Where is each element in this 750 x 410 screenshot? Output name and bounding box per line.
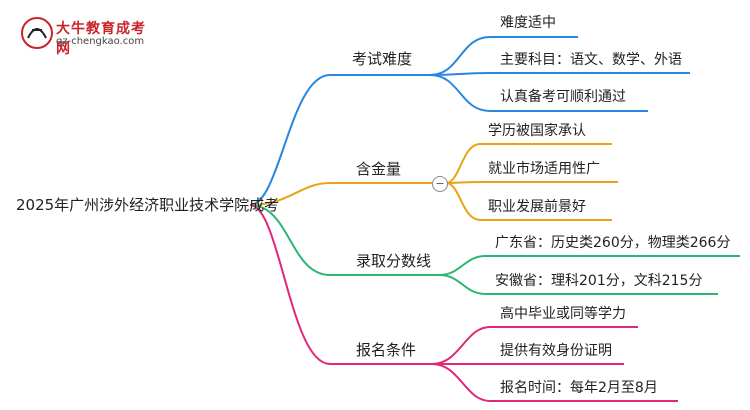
leaf-anhui-scores: 安徽省：理科201分，文科215分: [495, 273, 703, 289]
connector-b2-leaf-1: [445, 143, 612, 184]
collapse-toggle-icon[interactable]: −: [432, 176, 448, 192]
leaf-career-prospects: 职业发展前景好: [488, 199, 586, 215]
connector-root-branch-3: [249, 204, 440, 276]
connector-b1-leaf-3: [429, 74, 648, 112]
connector-root-branch-1: [249, 74, 430, 206]
leaf-pass-with-prep: 认真备考可顺利通过: [500, 89, 626, 105]
logo-name: 大牛教育成考网: [56, 21, 146, 57]
leaf-job-market: 就业市场适用性广: [488, 161, 600, 177]
leaf-registration-time: 报名时间：每年2月至8月: [500, 380, 658, 396]
leaf-recognized-degree: 学历被国家承认: [488, 123, 586, 139]
connector-b1-leaf-2: [429, 72, 690, 76]
connector-b4-leaf-3: [431, 363, 678, 402]
connector-b2-leaf-2: [445, 181, 618, 184]
leaf-id-proof: 提供有效身份证明: [500, 343, 612, 359]
logo-url: gz-chengkao.com: [56, 36, 145, 47]
leaf-education-level: 高中毕业或同等学力: [500, 306, 626, 322]
connector-root-branch-4: [249, 204, 432, 365]
connector-root-branch-2: [249, 182, 432, 206]
connector-b3-leaf-2: [439, 274, 718, 295]
branch-value: 含金量: [356, 160, 402, 178]
connector-b3-leaf-1: [439, 255, 740, 276]
logo-mark-icon: [21, 17, 53, 49]
branch-exam-difficulty: 考试难度: [352, 50, 413, 68]
branch-admission-score: 录取分数线: [356, 252, 432, 270]
leaf-guangdong-scores: 广东省：历史类260分，物理类266分: [495, 235, 731, 251]
connector-b4-leaf-1: [431, 326, 638, 365]
root-topic: 2025年广州涉外经济职业技术学院成考: [16, 196, 280, 214]
connector-b1-leaf-1: [429, 36, 578, 76]
branch-requirements: 报名条件: [356, 341, 417, 359]
leaf-main-subjects: 主要科目：语文、数学、外语: [500, 52, 682, 68]
leaf-difficulty-moderate: 难度适中: [500, 15, 556, 31]
connector-b2-leaf-3: [445, 182, 612, 221]
logo: 大牛教育成考网 gz-chengkao.com: [20, 14, 160, 57]
